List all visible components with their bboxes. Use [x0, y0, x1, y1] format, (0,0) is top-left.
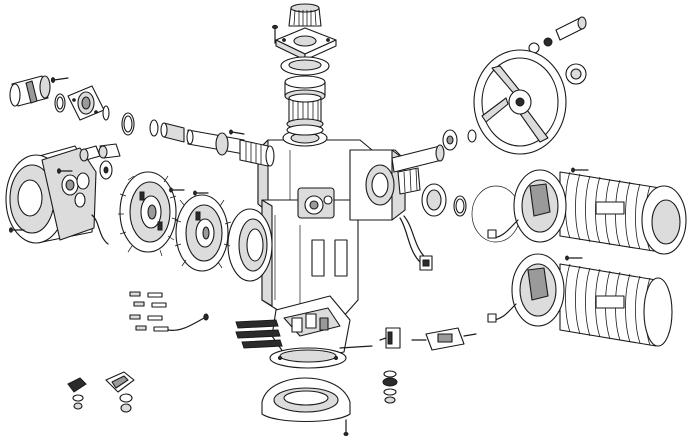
small-fittings-left — [67, 291, 209, 413]
nameplate-left — [311, 239, 325, 277]
motor-lower — [487, 253, 673, 347]
motor-upper — [487, 167, 687, 255]
left-drive-assembly — [5, 75, 275, 245]
handwheel-assembly — [391, 16, 587, 271]
limit-switch-discs — [118, 171, 232, 272]
small-parts-right — [379, 327, 477, 404]
control-unit-assembly — [235, 295, 373, 436]
top-shaft-assembly — [272, 3, 337, 136]
nameplate-right — [334, 239, 348, 277]
